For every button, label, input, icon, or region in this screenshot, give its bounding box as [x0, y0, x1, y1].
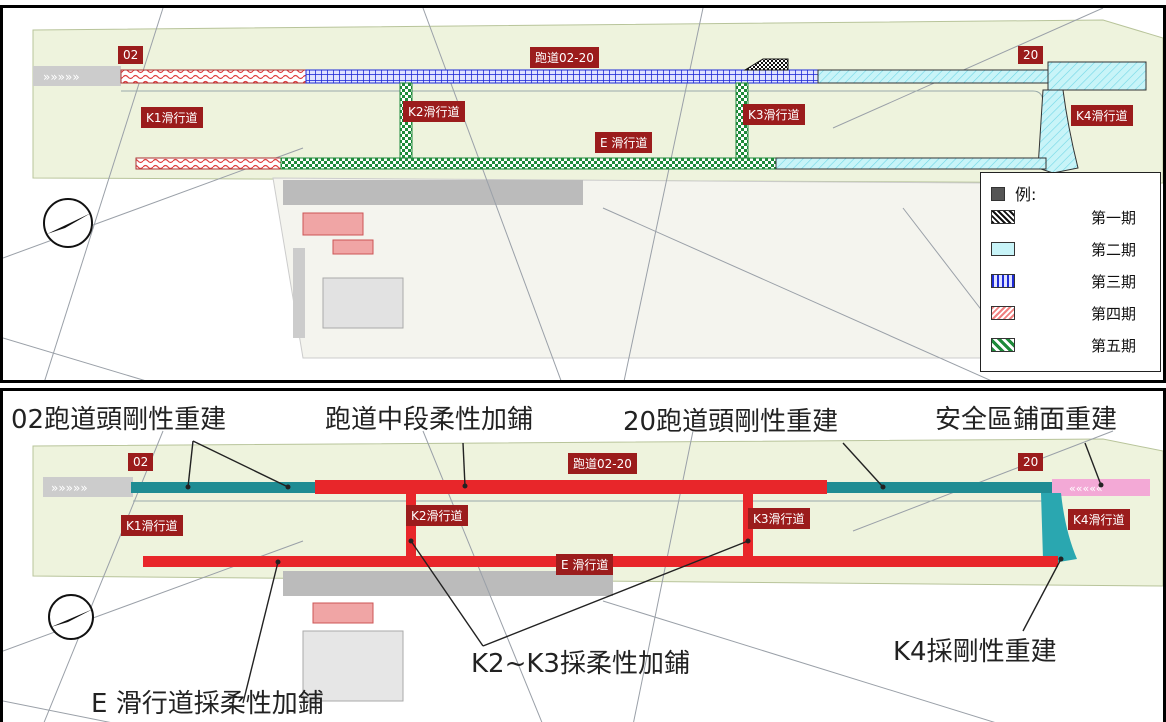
taxiway-k4-label: K4滑行道 — [1071, 105, 1133, 126]
legend-item-phase4: 第四期 — [991, 303, 1151, 323]
annotation-mid-overlay: 跑道中段柔性加鋪 — [325, 405, 534, 435]
annotation-e-taxiway: E 滑行道採柔性加鋪 — [91, 689, 324, 719]
taxiway-k3-label: K3滑行道 — [748, 508, 810, 529]
taxiway-k1-label: K1滑行道 — [121, 515, 183, 536]
north-arrow-icon — [43, 198, 93, 248]
phase-plan-map: »»»»» 02 20 跑道02-20 K1滑行道 K2滑行道 E 滑行道 K3… — [0, 5, 1166, 383]
legend-icon — [991, 187, 1005, 201]
svg-text:»»»»»: »»»»» — [51, 481, 88, 495]
legend-item-phase5: 第五期 — [991, 335, 1151, 355]
taxiway-e-label: E 滑行道 — [556, 554, 614, 575]
legend-swatch-phase2 — [991, 242, 1015, 256]
taxiway-k3-label: K3滑行道 — [743, 104, 805, 125]
legend-swatch-phase3 — [991, 274, 1015, 288]
runway-end-20-label: 20 — [1018, 453, 1044, 471]
runway-label: 跑道02-20 — [568, 453, 637, 474]
legend-item-phase2: 第二期 — [991, 239, 1151, 259]
legend-item-phase1: 第一期 — [991, 207, 1151, 227]
legend-swatch-phase4 — [991, 306, 1015, 320]
svg-text:«««««: ««««« — [1069, 482, 1103, 495]
phase-plan-map-drawing: »»»»» — [3, 8, 1163, 380]
runway-end-02-label: 02 — [128, 453, 154, 471]
runway-end-20-label: 20 — [1018, 46, 1044, 64]
runway-label: 跑道02-20 — [530, 47, 599, 68]
legend-item-phase3: 第三期 — [991, 271, 1151, 291]
svg-text:»»»»»: »»»»» — [43, 70, 80, 84]
legend-title: 例: — [991, 181, 1036, 205]
annotation-rwy02-rebuild: 02跑道頭剛性重建 — [11, 405, 227, 435]
taxiway-e-label: E 滑行道 — [595, 132, 653, 153]
legend-swatch-phase1 — [991, 210, 1015, 224]
annotation-rwy20-rebuild: 20跑道頭剛性重建 — [623, 407, 839, 437]
runway-end-02-label: 02 — [118, 46, 144, 64]
taxiway-k2-label: K2滑行道 — [406, 505, 468, 526]
annotation-safety-area: 安全區鋪面重建 — [935, 405, 1118, 435]
legend-swatch-phase5 — [991, 338, 1015, 352]
annotation-k4: K4採剛性重建 — [893, 637, 1057, 667]
taxiway-k2-label: K2滑行道 — [403, 101, 465, 122]
legend: 例: 第一期 第二期 第三期 第四期 第五期 — [980, 172, 1161, 372]
taxiway-k1-label: K1滑行道 — [141, 107, 203, 128]
pavement-method-map-drawing: »»»»» ««««« — [3, 430, 1163, 722]
pavement-method-map: »»»»» ««««« — [0, 388, 1166, 722]
north-arrow-icon — [48, 594, 94, 640]
annotation-k2-k3: K2~K3採柔性加鋪 — [471, 649, 690, 679]
taxiway-k4-label: K4滑行道 — [1068, 509, 1130, 530]
